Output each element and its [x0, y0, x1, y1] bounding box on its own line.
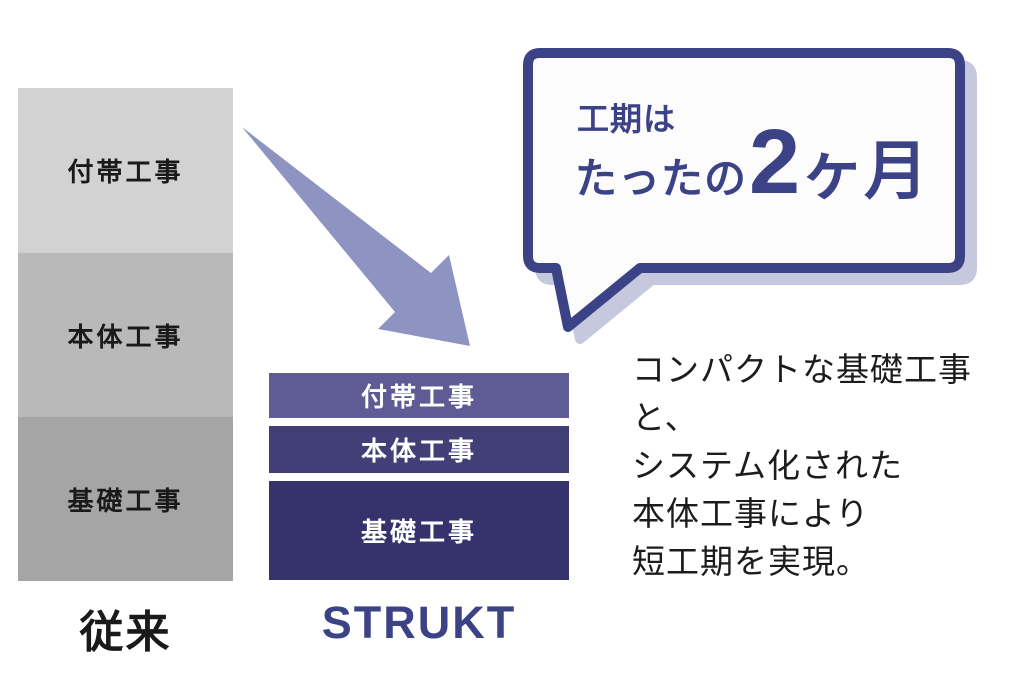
strukt-caption: STRUKT: [321, 597, 517, 648]
segment-label: 基礎工事: [67, 485, 184, 516]
speech-bubble: [523, 48, 965, 332]
segment-label: 本体工事: [360, 436, 477, 466]
bubble-duration-number: 2: [749, 111, 801, 213]
strukt-bar: 付帯工事 本体工事 基礎工事: [269, 373, 569, 580]
segment-label: 付帯工事: [67, 157, 184, 187]
description-line: システム化された: [632, 447, 904, 484]
conventional-bar: 付帯工事 本体工事 基礎工事: [18, 88, 233, 581]
description-line: 本体工事により: [632, 495, 870, 532]
description-line: コンパクトな基礎工事と、: [632, 351, 972, 436]
bubble-duration: たったの 2 ヶ月: [575, 116, 928, 208]
segment-label: 付帯工事: [360, 382, 477, 412]
bubble-heading: 工期は: [577, 101, 677, 137]
conventional-segment-futai: 付帯工事: [18, 88, 233, 253]
strukt-segment-hontai: 本体工事: [269, 426, 569, 473]
segment-label: 本体工事: [67, 321, 184, 352]
strukt-segment-kiso: 基礎工事: [269, 481, 569, 580]
conventional-segment-hontai: 本体工事: [18, 253, 233, 417]
reduction-arrow-icon: [242, 127, 470, 346]
conventional-segment-kiso: 基礎工事: [18, 417, 233, 581]
description-line: 短工期を実現。: [632, 543, 870, 580]
conventional-caption: 従来: [79, 608, 172, 657]
bubble-duration-prefix: たったの: [575, 155, 748, 202]
segment-label: 基礎工事: [360, 517, 477, 547]
bubble-duration-unit: ヶ月: [800, 135, 929, 207]
description-text: コンパクトな基礎工事と、 システム化された 本体工事により 短工期を実現。: [632, 346, 1024, 586]
strukt-segment-futai: 付帯工事: [269, 373, 569, 418]
